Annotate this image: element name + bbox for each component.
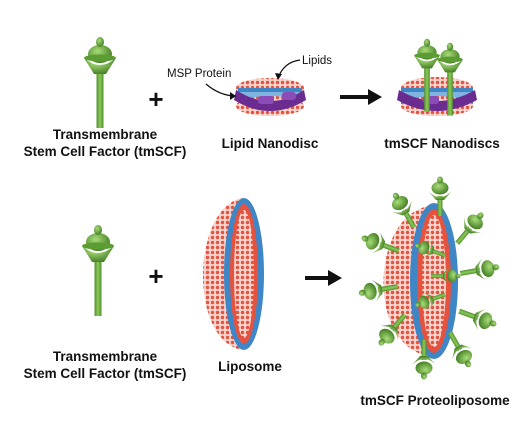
lipids-callout-arrow	[277, 59, 301, 79]
reaction-arrow-bottom	[305, 270, 342, 286]
protein-label-bottom: Transmembrane Stem Cell Factor (tmSCF)	[10, 348, 200, 382]
liposome	[202, 198, 264, 350]
protein-label-top: Transmembrane Stem Cell Factor (tmSCF)	[10, 126, 200, 160]
protein-label-bottom-line1: Transmembrane	[52, 349, 158, 364]
tmscf-protein-top	[84, 37, 116, 128]
lipid-nanodisc	[234, 78, 306, 116]
tmscf-nanodiscs-label: tmSCF Nanodiscs	[384, 136, 500, 151]
nanodisc-label: Lipid Nanodisc	[221, 136, 319, 151]
protein-label-top-line1: Transmembrane	[52, 127, 158, 142]
tmscf-nanodisc	[397, 38, 477, 116]
tmscf-proteoliposome	[356, 176, 502, 380]
protein-label-top-line2: Stem Cell Factor (tmSCF)	[23, 144, 187, 159]
msp-protein-callout: MSP Protein	[167, 68, 231, 80]
tmscf-proteoliposome-label: tmSCF Proteoliposome	[360, 393, 510, 408]
reaction-arrow-top	[340, 89, 382, 105]
tmscf-protein-bottom	[82, 225, 114, 316]
plus-sign-top: +	[148, 84, 163, 114]
plus-sign-bottom: +	[148, 261, 163, 291]
liposome-label: Liposome	[218, 359, 282, 374]
lipids-callout: Lipids	[302, 55, 332, 67]
protein-label-bottom-line2: Stem Cell Factor (tmSCF)	[23, 366, 187, 381]
